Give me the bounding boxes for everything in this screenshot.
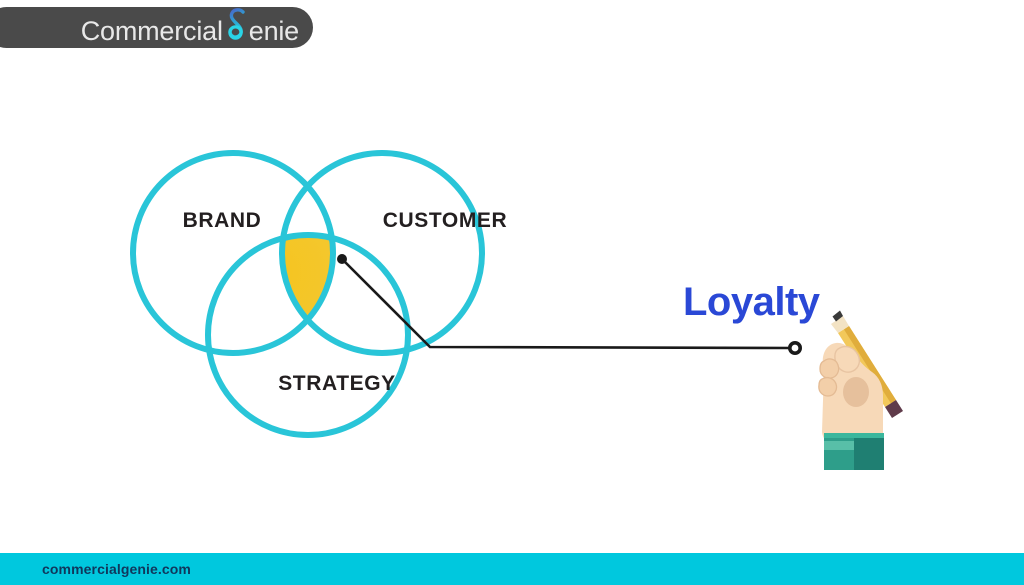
leader-line-end-ring <box>787 340 802 355</box>
hand-folded-fingers <box>819 358 840 379</box>
hand-index-finger <box>834 345 861 373</box>
sleeve-cuff-shadow <box>854 433 884 470</box>
callout-loyalty: Loyalty <box>683 280 820 324</box>
venn-circle-customer[interactable] <box>279 150 485 356</box>
sleeve-cuff-highlight <box>824 441 854 450</box>
venn-intersection-fill <box>282 235 333 353</box>
hand-with-pencil-illustration <box>818 310 903 470</box>
hand-knuckle-shadow <box>843 377 869 407</box>
footer-website-url[interactable]: commercialgenie.com <box>42 561 191 577</box>
leader-line-anchor-dot <box>337 254 347 264</box>
venn-label-brand: BRAND <box>183 209 262 232</box>
genie-g-icon <box>228 8 245 40</box>
venn-circle-strategy[interactable] <box>205 232 411 438</box>
logo-g-letter <box>223 8 249 40</box>
venn-circle-brand[interactable] <box>130 150 336 356</box>
venn-label-strategy: STRATEGY <box>278 372 396 395</box>
brand-logo[interactable]: Commercial enie <box>0 7 313 48</box>
venn-label-customer: CUSTOMER <box>383 209 508 232</box>
logo-text-commercial: Commercial <box>80 16 223 46</box>
logo-wordmark: Commercial enie <box>80 8 299 46</box>
logo-text-enie: enie <box>248 16 299 46</box>
hand-folded-finger-2 <box>818 377 838 397</box>
footer-bar: commercialgenie.com <box>0 553 1024 585</box>
sleeve-cuff-top-edge <box>824 433 884 438</box>
leader-line <box>337 254 802 355</box>
